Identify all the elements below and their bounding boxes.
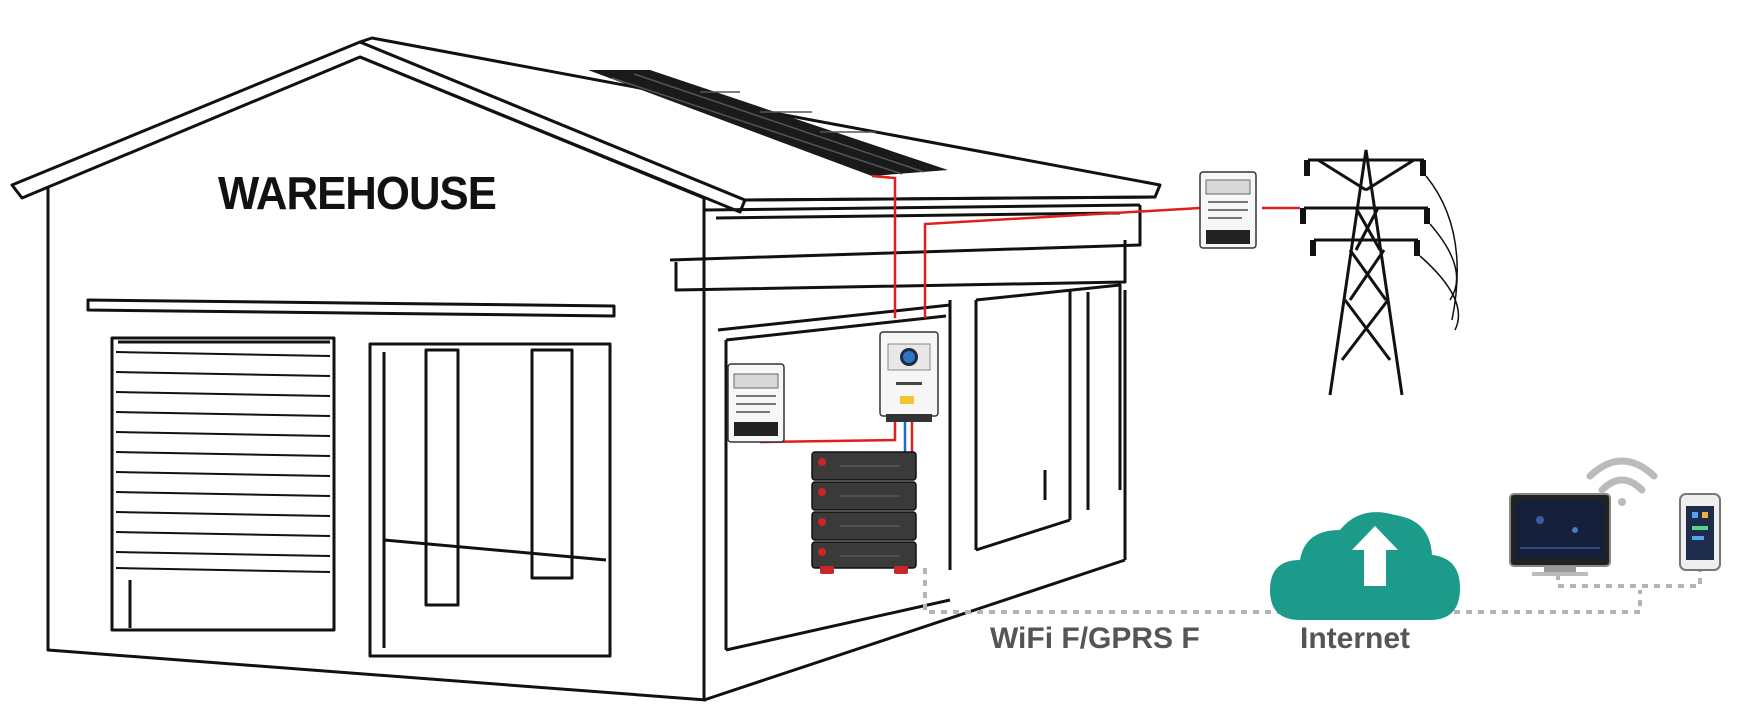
inverter-icon (879, 331, 939, 422)
energy-meter-icon (727, 363, 785, 443)
roller-door-slats (115, 351, 331, 573)
smartphone-icon (1679, 493, 1721, 571)
cloud-label: Internet (1300, 622, 1411, 655)
building-label: WAREHOUSE (218, 167, 497, 219)
grid-meter-icon (1199, 171, 1257, 249)
solar-panel-icon (588, 70, 948, 176)
ac-wiring (759, 174, 1300, 452)
battery-stack-icon (811, 451, 917, 574)
monitor-icon (1509, 493, 1611, 576)
cloud-upload-icon (1270, 512, 1460, 620)
data-link (923, 560, 1702, 614)
connection-label: WiFi F/GPRS F (990, 622, 1200, 655)
warehouse-building (10, 36, 1162, 702)
power-pylon-icon (1300, 149, 1460, 396)
wifi-icon (1586, 457, 1658, 506)
